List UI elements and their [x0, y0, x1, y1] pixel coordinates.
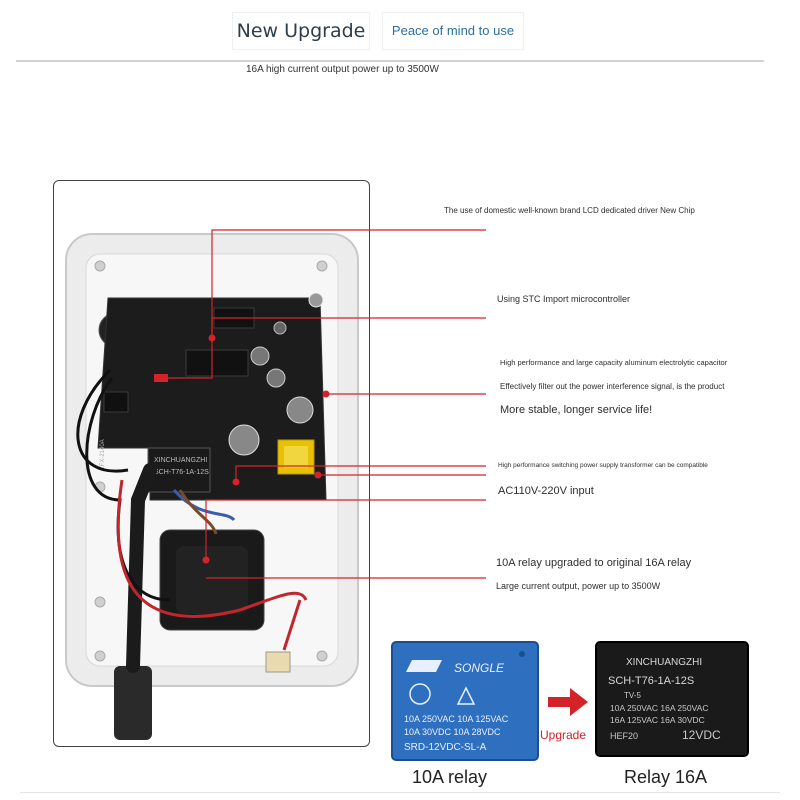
old-relay-rating-2: 10A 30VDC 10A 28VDC — [404, 727, 501, 737]
old-relay-caption: 10A relay — [412, 767, 488, 787]
new-relay-caption: Relay 16A — [624, 767, 708, 787]
upgrade-label: Upgrade — [540, 728, 587, 742]
header-tagline: Peace of mind to use — [382, 12, 524, 50]
annotation-capacitor-benefit: More stable, longer service life! — [500, 404, 653, 416]
annotation-power-supply-title: High performance switching power supply … — [498, 462, 708, 469]
new-relay-voltage: 12VDC — [682, 728, 721, 742]
new-relay-rating-1: 10A 250VAC 16A 250VAC — [610, 703, 708, 713]
board-model: ZFX-2140A — [100, 439, 106, 470]
annotation-relay-upgrade: 10A relay upgraded to original 16A relay — [496, 557, 692, 569]
header-subtitle: 16A high current output power up to 3500… — [246, 64, 439, 75]
board-relay-model: SCH-T76-1A-12S — [154, 469, 209, 476]
bottom-divider — [20, 792, 780, 793]
new-relay-rating-2: 16A 125VAC 16A 30VDC — [610, 715, 705, 725]
new-relay-code: HEF20 — [610, 731, 638, 741]
annotation-power-supply-input: AC110V-220V input — [498, 485, 594, 497]
new-relay-brand: XINCHUANGZHI — [626, 657, 702, 668]
new-relay-image: XINCHUANGZHI SCH-T76-1A-12S TV-5 10A 250… — [595, 641, 749, 757]
annotation-capacitor-detail: Effectively filter out the power interfe… — [500, 382, 725, 391]
small-connector — [265, 651, 291, 673]
annotation-markers — [202, 334, 330, 564]
annotation-microcontroller: Using STC Import microcontroller — [497, 294, 631, 304]
new-relay-cert: TV-5 — [624, 691, 641, 700]
board-relay-brand: XINCHUANGZHI — [154, 457, 207, 464]
new-relay-model: SCH-T76-1A-12S — [608, 675, 694, 687]
annotation-leaders — [160, 229, 486, 579]
old-relay-model: SRD-12VDC-SL-A — [404, 742, 487, 753]
annotation-relay-output: Large current output, power up to 3500W — [496, 581, 661, 591]
circuit-board: XINCHUANGZHI SCH-T76-1A-12S ZFX-2140A — [97, 292, 327, 501]
power-cord — [114, 666, 152, 740]
old-relay-rating-1: 10A 250VAC 10A 125VAC — [404, 714, 509, 724]
wires — [76, 368, 308, 651]
old-relay-brand: SONGLE — [454, 661, 505, 675]
old-relay-image: SONGLE 10A 250VAC 10A 125VAC 10A 30VDC 1… — [391, 641, 539, 761]
annotation-driver-chip: The use of domestic well-known brand LCD… — [444, 206, 695, 215]
header-title: New Upgrade — [232, 12, 370, 50]
upgrade-arrow — [548, 688, 588, 716]
annotation-capacitor-title: High performance and large capacity alum… — [500, 358, 728, 367]
